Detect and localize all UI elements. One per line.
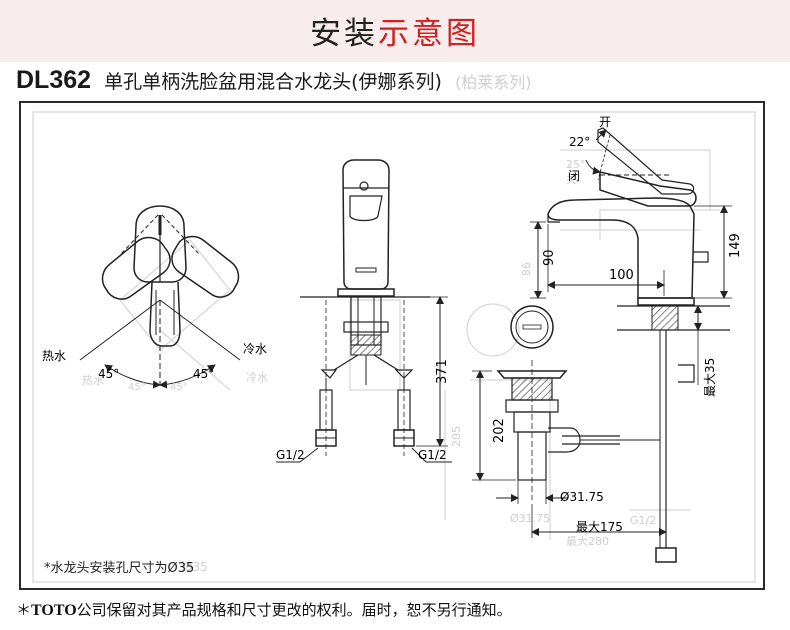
height-dim-149: 149 — [728, 233, 743, 258]
title-part-2: 示意图 — [378, 16, 480, 52]
faucet-body-front — [342, 159, 390, 290]
ghost-cold-label: 冷水 — [246, 371, 268, 384]
disclaimer-footer: ＊TOTO公司保留对其产品规格和尺寸更改的权利。届时，恕不另行通知。 — [16, 599, 512, 620]
hot-angle-label: 45° — [98, 367, 119, 381]
ghost-diameter-label: Ø31.75 — [510, 512, 550, 525]
title-banner: 安装示意图 — [0, 0, 790, 62]
ghost-height-86: 86 — [520, 262, 533, 276]
spout-body-side — [547, 197, 695, 299]
ghost-angle-left: 45° — [128, 382, 146, 393]
handle-lever-closed — [599, 171, 697, 207]
handle-outline-right — [171, 235, 240, 298]
drawing-frame — [19, 101, 765, 590]
page-title: 安装示意图 — [0, 8, 790, 53]
side-view — [530, 127, 732, 563]
open-angle-label: 22° — [569, 135, 590, 149]
title-part-1: 安装 — [310, 16, 378, 52]
ghost-g-label: G1/2 — [630, 514, 656, 527]
max-thickness-dim: 最大35 — [703, 358, 717, 397]
drain-pivot-housing — [548, 427, 581, 453]
handle-lever-open — [597, 127, 695, 195]
footer-brand: TOTO — [31, 602, 77, 619]
height-dim-371: 371 — [435, 359, 450, 384]
top-view — [79, 205, 241, 389]
spout-height-dim-90: 90 — [542, 249, 557, 266]
footer-text: 公司保留对其产品规格和尺寸更改的权利。届时，恕不另行通知。 — [76, 601, 512, 619]
cold-angle-label: 45° — [193, 367, 214, 381]
drain-depth-dim-202: 202 — [492, 418, 507, 443]
product-description: 单孔单柄洗脸盆用混合水龙头(伊娜系列) — [104, 71, 442, 93]
open-label: 开 — [599, 115, 611, 129]
cold-water-label: 冷水 — [243, 342, 267, 356]
ghost-angle-side: 25° — [566, 158, 586, 171]
footer-star: ＊ — [16, 601, 32, 619]
inlet-label-right: G1/2 — [418, 448, 447, 462]
ghost-close-side: 关 — [566, 172, 577, 186]
drain-pull-rod — [693, 251, 709, 263]
install-hole-note: *水龙头安装孔尺寸为Ø35 — [44, 561, 195, 576]
ghost-angle-right: 45° — [170, 382, 188, 393]
ghost-depth-205: 205 — [450, 426, 463, 447]
front-view — [276, 159, 452, 463]
side-base-flange — [637, 297, 695, 306]
drain-stopper — [496, 370, 568, 379]
model-number: DL362 — [16, 66, 92, 94]
base-flange — [337, 288, 395, 297]
spout-reach-dim-100: 100 — [609, 268, 634, 283]
ghost-note-label: Ø35 — [183, 560, 208, 574]
handle-outline-center — [133, 205, 187, 347]
ghost-reach-label: 最大280 — [566, 534, 609, 548]
hot-water-label: 热水 — [42, 349, 66, 363]
inlet-label-left: G1/2 — [276, 448, 305, 462]
ghost-drawing — [32, 111, 756, 583]
product-heading: DL362 单孔单柄洗脸盆用混合水龙头(伊娜系列) (柏莱系列) — [16, 66, 532, 95]
ghost-series-text: (柏莱系列) — [455, 72, 532, 92]
handle-outline-left — [101, 236, 171, 300]
drain-diameter-label: Ø31.75 — [560, 490, 604, 504]
ghost-hot-label: 热水 — [82, 374, 104, 387]
drain-cap-top-view — [510, 305, 554, 349]
popup-drain — [472, 305, 667, 538]
close-label: 闭 — [568, 169, 580, 183]
max-reach-dim: 最大175 — [576, 520, 623, 534]
